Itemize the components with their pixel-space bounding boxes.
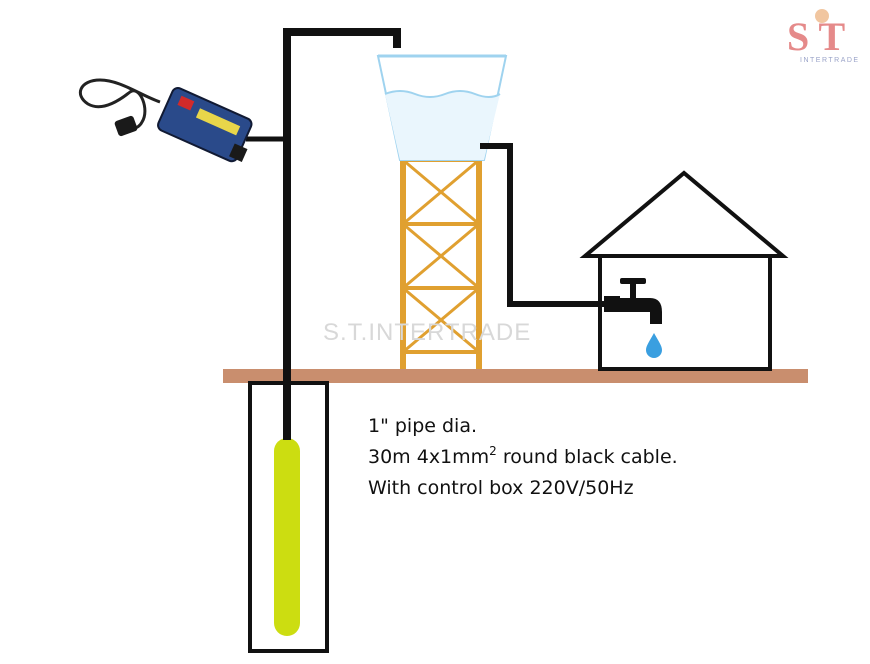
spec-control-box: With control box 220V/50Hz — [368, 477, 634, 499]
logo-mascot-icon — [815, 9, 829, 23]
water-drop-icon — [646, 333, 662, 358]
logo-brand: INTERTRADE — [800, 57, 860, 64]
power-cord — [78, 78, 161, 131]
house-supply-pipe — [480, 143, 610, 307]
tank-water — [385, 91, 500, 160]
tower-brace-x — [402, 222, 480, 290]
tower-brace-x — [402, 158, 480, 226]
spec-cable-superscript: 2 — [489, 444, 497, 458]
spec-cable: 30m 4x1mm2 round black cable. — [368, 444, 678, 468]
spec-text-block: 1" pipe dia. 30m 4x1mm2 round black cabl… — [368, 415, 678, 499]
control-box-label — [195, 108, 241, 136]
company-logo: S T INTERTRADE — [787, 9, 860, 64]
spec-cable-rest: round black cable. — [497, 446, 678, 468]
faucet-icon — [604, 278, 662, 324]
house-walls — [598, 256, 772, 371]
logo-letters: S T — [787, 14, 846, 59]
faucet-spout — [618, 298, 662, 324]
submersible-pump — [274, 438, 300, 636]
spec-cable-main: 30m 4x1mm — [368, 446, 489, 468]
control-box-icon — [78, 78, 253, 163]
spec-pipe-diameter: 1" pipe dia. — [368, 415, 477, 437]
control-box-connector — [229, 143, 248, 162]
faucet-handle — [620, 278, 646, 284]
tank-water-surface — [384, 90, 501, 98]
ground-surface — [223, 369, 808, 383]
control-box-switch — [177, 95, 195, 111]
faucet-base — [604, 296, 620, 312]
house-roof — [579, 170, 789, 258]
water-tower — [376, 54, 508, 369]
faucet-stem — [630, 284, 636, 298]
tank-inlet-pipe — [283, 28, 401, 48]
watermark: S.T.INTERTRADE — [323, 319, 531, 346]
power-plug — [114, 115, 138, 137]
tower-brace-x — [402, 286, 480, 354]
house-icon — [579, 170, 789, 371]
